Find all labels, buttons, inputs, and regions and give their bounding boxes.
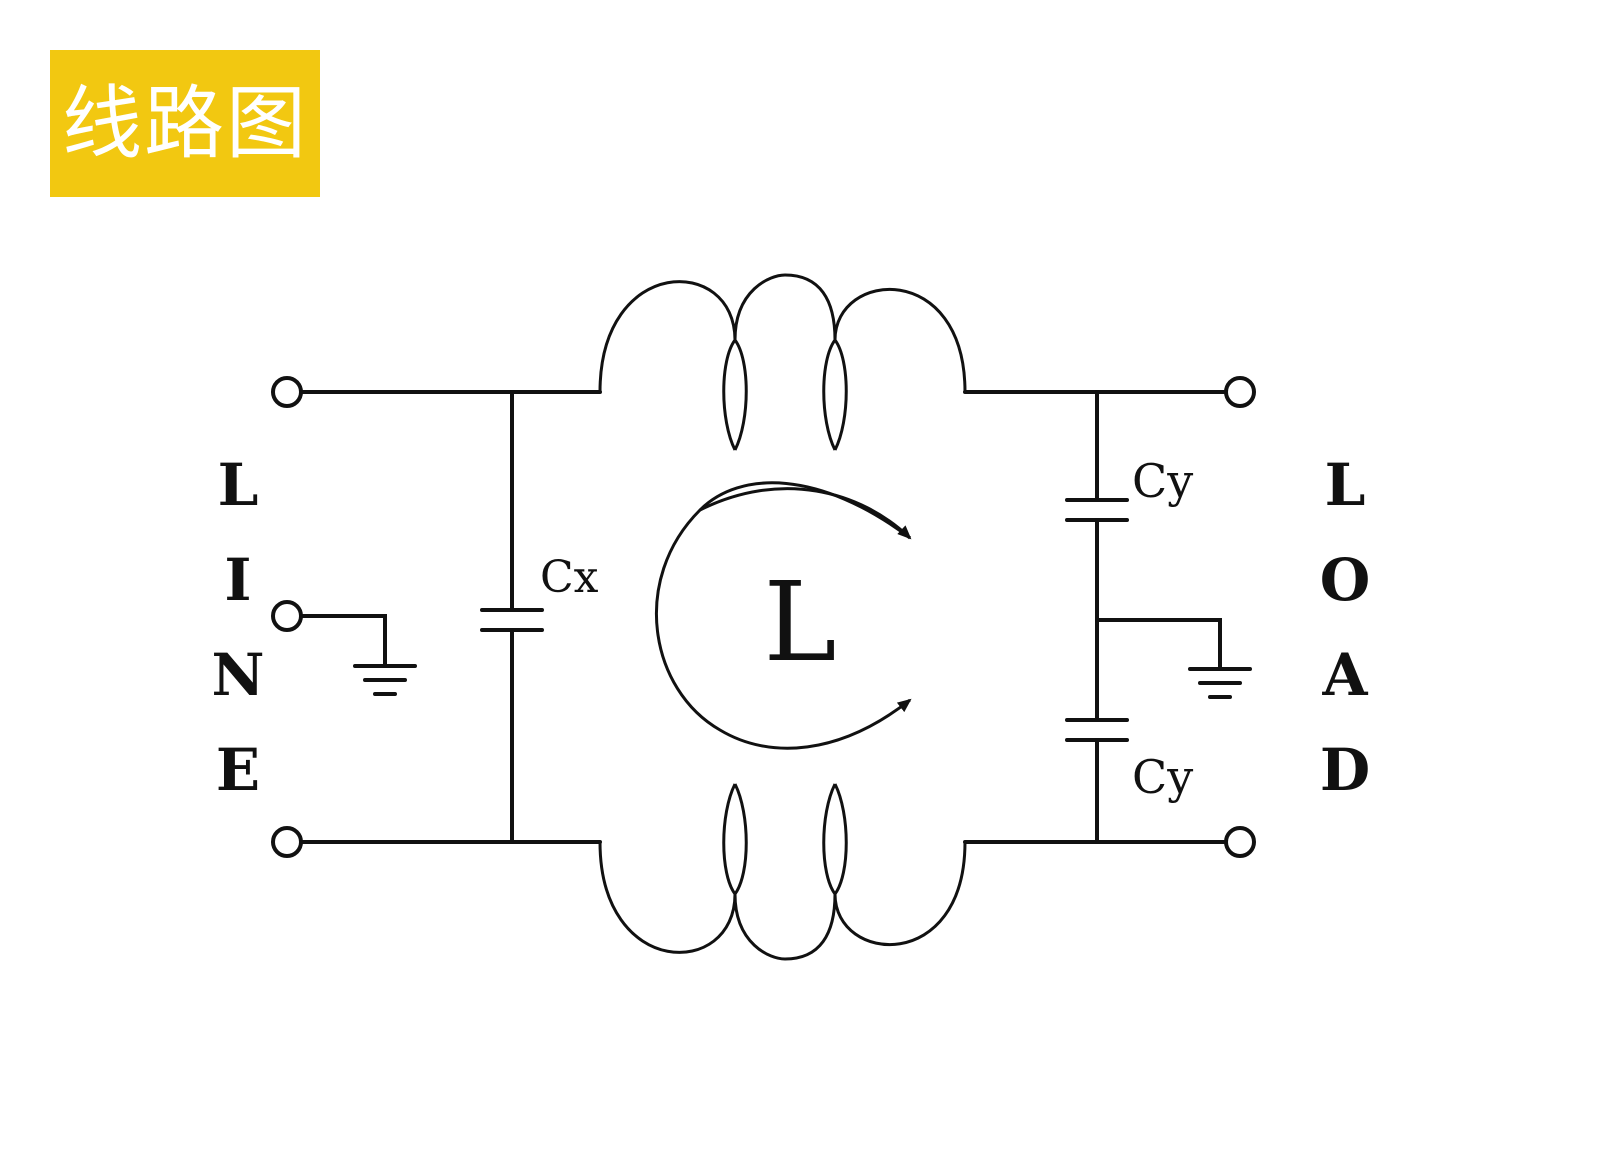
line-letter-2: I: [224, 546, 251, 614]
load-letter-4: D: [1320, 736, 1370, 804]
load-label: L O A D: [1320, 451, 1371, 804]
load-letter-2: O: [1320, 546, 1371, 614]
ground-symbol-left: [353, 664, 417, 696]
cx-label: Cx: [540, 552, 599, 603]
ground-symbol-right: [1188, 667, 1252, 699]
line-label: L I N E: [211, 451, 264, 804]
choke-coil-bottom: [598, 783, 967, 961]
cy-top-label: Cy: [1132, 454, 1193, 508]
title-banner: 线路图: [50, 50, 320, 197]
flux-arrow-upper: [699, 487, 912, 540]
line-terminal-top: [271, 376, 303, 408]
load-terminal-bottom: [1224, 826, 1256, 858]
load-letter-1: L: [1325, 451, 1366, 519]
page-title: 线路图: [62, 76, 308, 170]
wire-load-ground: [1095, 618, 1222, 670]
line-letter-1: L: [218, 451, 259, 519]
load-terminal-top: [1224, 376, 1256, 408]
line-letter-3: N: [211, 641, 264, 709]
flux-arrow-lower: [654, 481, 912, 750]
inductor-label: L: [763, 558, 836, 686]
cy-bottom-label: Cy: [1132, 750, 1193, 804]
line-letter-4: E: [216, 736, 260, 804]
line-terminal-bottom: [271, 826, 303, 858]
line-terminal-ground: [271, 600, 303, 632]
wire-line-ground: [299, 614, 387, 667]
load-letter-3: A: [1321, 641, 1368, 709]
choke-coil-top: [598, 273, 967, 451]
